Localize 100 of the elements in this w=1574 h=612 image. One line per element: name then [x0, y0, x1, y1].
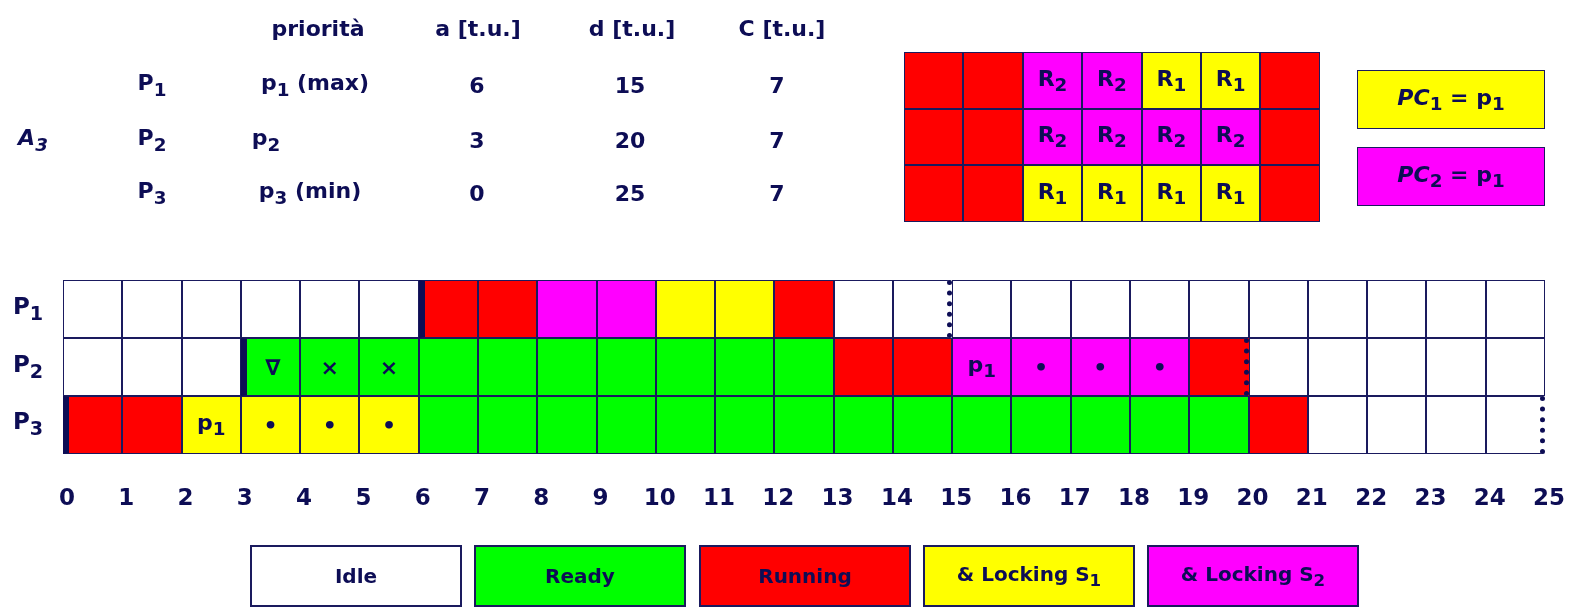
task-set-label: A$_{3}$ — [18, 125, 48, 155]
timeline-cell — [418, 396, 478, 454]
axis-tick-label: 3 — [236, 484, 253, 510]
table-value: 25 — [614, 180, 646, 206]
timeline-cell — [715, 338, 775, 396]
legend-swatch: Running — [699, 545, 911, 607]
resource-cell — [963, 52, 1023, 109]
resource-cell: R$_{2}$ — [1082, 108, 1142, 166]
resource-cell: R$_{1}$ — [1141, 52, 1201, 109]
row-label: P$_{3}$ — [12, 408, 44, 440]
axis-tick-label: 22 — [1355, 484, 1388, 510]
axis-tick-label: 17 — [1058, 484, 1091, 510]
timeline-cell — [63, 338, 123, 396]
resource-cell: R$_{2}$ — [1201, 108, 1261, 166]
axis-tick-label: 21 — [1295, 484, 1328, 510]
timeline-cell: • — [1130, 338, 1190, 396]
timeline-cell — [1426, 338, 1486, 396]
resource-cell — [1260, 108, 1320, 166]
timeline-cell — [1248, 396, 1308, 454]
timeline-cell — [596, 280, 656, 338]
process-label: P$_{2}$ — [137, 125, 167, 155]
axis-tick-label: 12 — [762, 484, 795, 510]
resource-cell: R$_{1}$ — [1022, 165, 1083, 223]
resource-cell: R$_{1}$ — [1201, 52, 1261, 109]
timeline-cell — [122, 280, 182, 338]
timeline-cell — [1130, 280, 1190, 338]
resource-cell: R$_{1}$ — [1082, 165, 1142, 223]
axis-tick-label: 15 — [940, 484, 973, 510]
table-value: p$_{3}$ (min) — [258, 178, 362, 208]
timeline-cell — [537, 396, 597, 454]
timeline-cell — [833, 396, 893, 454]
timeline-cell — [655, 396, 716, 454]
timeline-cell — [418, 338, 478, 396]
timeline-cell — [477, 396, 538, 454]
timeline-cell — [892, 338, 953, 396]
timeline-cell — [1189, 396, 1249, 454]
timeline-cell — [537, 338, 597, 396]
axis-tick-label: 2 — [177, 484, 194, 510]
timeline-cell — [1248, 280, 1308, 338]
timeline-cell: × — [359, 338, 419, 396]
table-value: 15 — [614, 72, 646, 98]
timeline-cell — [1011, 396, 1071, 454]
timeline-cell — [181, 338, 241, 396]
timeline-cell — [1367, 280, 1427, 338]
axis-tick-label: 7 — [473, 484, 490, 510]
table-value: 7 — [769, 180, 785, 206]
timeline-cell — [1307, 280, 1368, 338]
column-header: a [t.u.] — [435, 15, 521, 41]
resource-cell: R$_{2}$ — [1022, 108, 1083, 166]
resource-cell — [1260, 165, 1320, 223]
row-label: P$_{1}$ — [12, 293, 44, 325]
timeline-cell: × — [300, 338, 360, 396]
axis-tick-label: 24 — [1473, 484, 1506, 510]
legend-swatch: & Locking S$_{2}$ — [1147, 545, 1359, 607]
row-label: P$_{2}$ — [12, 351, 44, 383]
table-value: 7 — [769, 72, 785, 98]
timeline-cell — [774, 396, 834, 454]
resource-cell — [963, 108, 1023, 166]
timeline-cell — [1485, 338, 1545, 396]
legend-swatch: Ready — [474, 545, 686, 607]
axis-tick-label: 14 — [880, 484, 913, 510]
timeline-cell: p$_{1}$ — [181, 396, 241, 454]
axis-tick-label: 13 — [821, 484, 854, 510]
resource-cell: R$_{2}$ — [1082, 52, 1142, 109]
timeline-cell: • — [1070, 338, 1130, 396]
timeline-cell: ∇ — [240, 338, 301, 396]
resource-cell: R$_{1}$ — [1201, 165, 1261, 223]
timeline-cell — [1248, 338, 1308, 396]
timeline-cell — [1485, 396, 1545, 454]
table-value: p$_{1}$ (max) — [260, 70, 370, 100]
timeline-cell — [715, 280, 775, 338]
resource-cell: R$_{2}$ — [1141, 108, 1201, 166]
timeline-cell: • — [240, 396, 301, 454]
timeline-cell — [122, 396, 182, 454]
timeline-cell — [1130, 396, 1190, 454]
timeline-cell — [833, 280, 893, 338]
axis-tick-label: 9 — [592, 484, 609, 510]
table-value: 3 — [469, 127, 485, 153]
timeline-cell — [122, 338, 182, 396]
legend-swatch: & Locking S$_{1}$ — [923, 545, 1135, 607]
timeline-cell — [240, 280, 301, 338]
timeline-cell: • — [300, 396, 360, 454]
axis-tick-label: 19 — [1177, 484, 1210, 510]
timeline-cell — [1367, 396, 1427, 454]
axis-tick-label: 0 — [59, 484, 75, 510]
timeline-cell — [952, 280, 1012, 338]
timeline-cell — [1426, 396, 1486, 454]
timeline-cell — [477, 338, 538, 396]
timeline-cell: p$_{1}$ — [952, 338, 1012, 396]
timeline-cell — [1307, 396, 1368, 454]
process-label: P$_{3}$ — [137, 178, 167, 208]
timeline-cell — [892, 396, 953, 454]
timeline-cell — [1426, 280, 1486, 338]
axis-tick-label: 6 — [414, 484, 431, 510]
legend-swatch: Idle — [250, 545, 462, 607]
resource-cell — [904, 52, 964, 109]
resource-cell — [963, 165, 1023, 223]
timeline-cell — [359, 280, 419, 338]
axis-tick-label: 10 — [643, 484, 676, 510]
timeline-cell — [477, 280, 538, 338]
